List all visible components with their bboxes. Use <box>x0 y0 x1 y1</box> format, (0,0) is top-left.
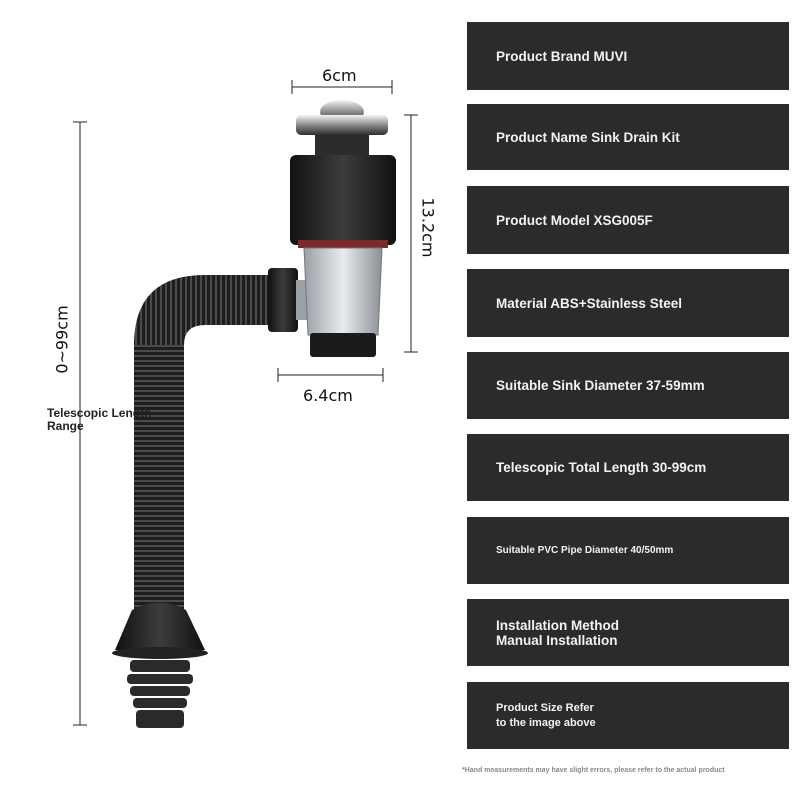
spec-text: Suitable Sink Diameter 37-59mm <box>496 378 705 393</box>
spec-text: Product Brand MUVI <box>496 48 628 64</box>
dimension-length: 0~99cm <box>52 305 72 374</box>
spec-panel-pipe-diameter: Suitable PVC Pipe Diameter 40/50mm <box>467 517 789 584</box>
spec-panel-material: Material ABS+Stainless Steel <box>467 269 789 337</box>
bottom-fitting <box>112 602 208 728</box>
telescopic-range-label: Telescopic Length Range <box>47 406 152 433</box>
spec-panel-installation: Installation Method Manual Installation <box>467 599 789 666</box>
dimension-height: 13.2cm <box>418 197 438 258</box>
drain-head <box>290 100 396 357</box>
spec-panel-name: Product Name Sink Drain Kit <box>467 104 789 170</box>
spec-text: Material ABS+Stainless Steel <box>496 295 682 311</box>
dimension-lines <box>73 80 418 726</box>
dimension-top-width: 6cm <box>322 66 357 85</box>
spec-panel-sink-diameter: Suitable Sink Diameter 37-59mm <box>467 352 789 419</box>
spec-text: Product Size Refer to the image above <box>496 701 596 729</box>
flexible-hose <box>134 275 270 610</box>
spec-panel-telescopic-length: Telescopic Total Length 30-99cm <box>467 434 789 501</box>
spec-text: Telescopic Total Length 30-99cm <box>496 460 707 475</box>
spec-text: Installation Method Manual Installation <box>496 617 619 648</box>
spec-panel-brand: Product Brand MUVI <box>467 22 789 90</box>
dimension-bottom-width: 6.4cm <box>303 386 353 405</box>
spec-text: Product Model XSG005F <box>496 212 653 228</box>
spec-panel-size: Product Size Refer to the image above <box>467 682 789 749</box>
measurement-footnote: *Hand measurements may have slight error… <box>462 767 725 774</box>
spec-text: Product Name Sink Drain Kit <box>496 129 680 145</box>
spec-text: Suitable PVC Pipe Diameter 40/50mm <box>496 544 674 556</box>
spec-panel-model: Product Model XSG005F <box>467 186 789 254</box>
